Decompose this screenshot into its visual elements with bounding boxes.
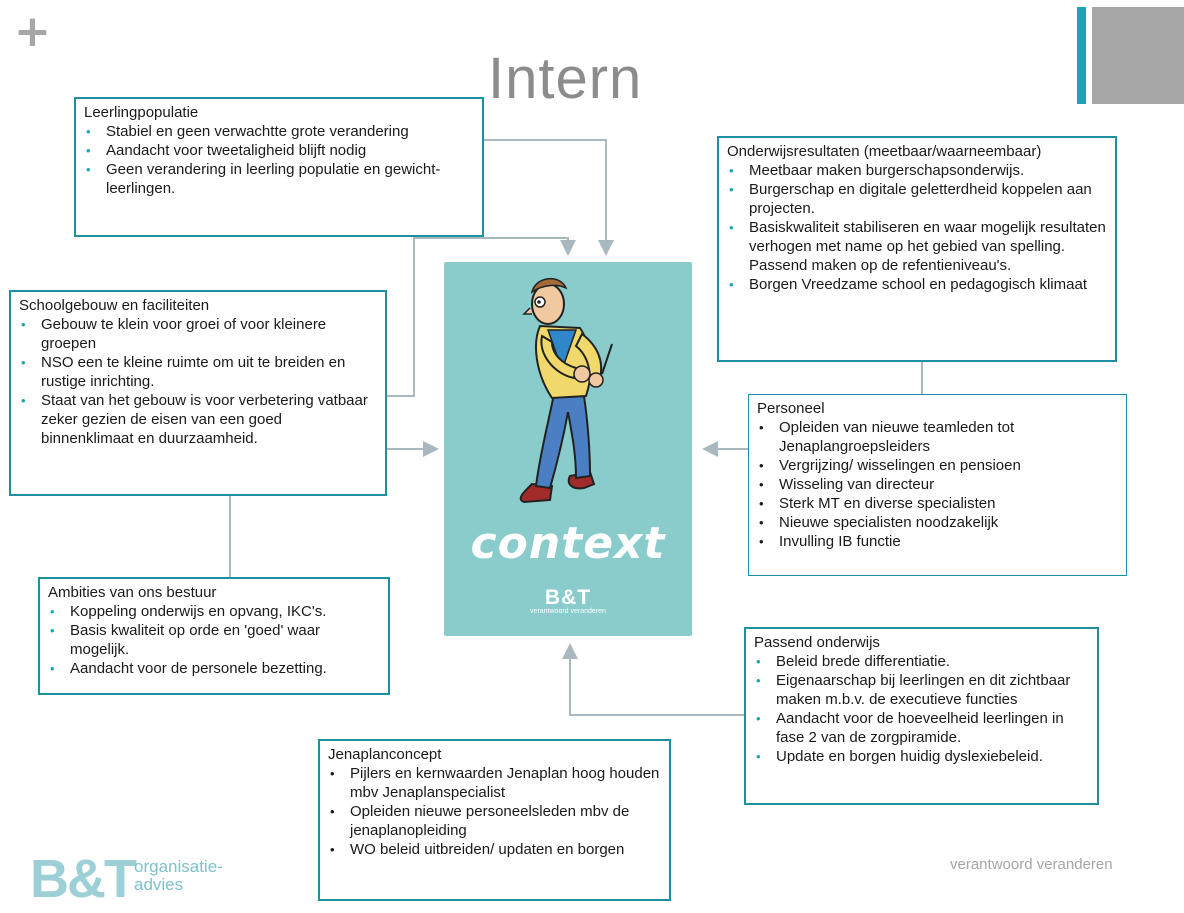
list-item: Geen verandering in leerling populatie e… bbox=[84, 160, 474, 198]
logo-text: B&T bbox=[30, 849, 137, 909]
list-item: Nieuwe specialisten noodzakelijk bbox=[757, 513, 1118, 532]
list-item: WO beleid uitbreiden/ updaten en borgen bbox=[328, 840, 661, 859]
logo-subtitle-line-2: advies bbox=[134, 875, 184, 894]
list-item: Burgerschap en digitale geletterdheid ko… bbox=[727, 180, 1107, 218]
list-item: Invulling IB functie bbox=[757, 532, 1118, 551]
connector-schoolgebouw-top bbox=[386, 237, 576, 397]
page-title: Intern bbox=[488, 46, 643, 111]
list-item: Staat van het gebouw is voor verbetering… bbox=[19, 391, 377, 448]
walking-man-illustration bbox=[519, 278, 613, 504]
box-jenaplanconcept: Jenaplanconcept Pijlers en kernwaarden J… bbox=[318, 739, 671, 901]
list-item: Wisseling van directeur bbox=[757, 475, 1118, 494]
box-passend-onderwijs: Passend onderwijs Beleid brede different… bbox=[744, 627, 1099, 805]
box-title: Personeel bbox=[757, 400, 825, 417]
list-item: Aandacht voor de personele bezetting. bbox=[48, 659, 380, 678]
list-item: NSO een te kleine ruimte om uit te breid… bbox=[19, 353, 377, 391]
connector-leerlingpopulatie bbox=[483, 139, 614, 256]
box-schoolgebouw: Schoolgebouw en faciliteiten Gebouw te k… bbox=[9, 290, 387, 496]
list-item: Update en borgen huidig dyslexiebeleid. bbox=[754, 747, 1089, 766]
box-title: Jenaplanconcept bbox=[328, 746, 442, 763]
list-item: Beleid brede differentiatie. bbox=[754, 652, 1089, 671]
list-item: Sterk MT en diverse specialisten bbox=[757, 494, 1118, 513]
logo-subtitle: organisatie-advies bbox=[134, 858, 223, 894]
list-item: Eigenaarschap bij leerlingen en dit zich… bbox=[754, 671, 1089, 709]
context-label: context bbox=[470, 518, 666, 569]
list-item: Basis kwaliteit op orde en 'goed' waar m… bbox=[48, 621, 380, 659]
box-title: Schoolgebouw en faciliteiten bbox=[19, 297, 210, 314]
list-item: Basiskwaliteit stabiliseren en waar moge… bbox=[727, 218, 1107, 275]
center-brand-tag: verantwoord veranderen bbox=[530, 608, 606, 615]
list-item: Aandacht voor de hoeveelheid leerlingen … bbox=[754, 709, 1089, 747]
connector-passend bbox=[562, 643, 744, 716]
logo-subtitle-line-1: organisatie- bbox=[134, 857, 223, 876]
list-item: Borgen Vreedzame school en pedagogisch k… bbox=[727, 275, 1107, 294]
context-panel: context B&T verantwoord veranderen bbox=[444, 262, 692, 636]
box-title: Ambities van ons bestuur bbox=[48, 584, 217, 601]
list-item: Pijlers en kernwaarden Jenaplan hoog hou… bbox=[328, 764, 661, 802]
corner-accent-bar bbox=[1077, 7, 1086, 104]
box-title: Passend onderwijs bbox=[754, 634, 880, 651]
center-brand: B&T bbox=[544, 586, 592, 609]
box-leerlingpopulatie: Leerlingpopulatie Stabiel en geen verwac… bbox=[74, 97, 484, 237]
list-item: Opleiden van nieuwe teamleden tot Jenapl… bbox=[757, 418, 1118, 456]
list-item: Stabiel en geen verwachtte grote verande… bbox=[84, 122, 474, 141]
footer-tagline: verantwoord veranderen bbox=[950, 856, 1113, 873]
list-item: Opleiden nieuwe personeelsleden mbv de j… bbox=[328, 802, 661, 840]
list-item: Aandacht voor tweetaligheid blijft nodig bbox=[84, 141, 474, 160]
plus-icon: + bbox=[14, 6, 51, 57]
box-title: Leerlingpopulatie bbox=[84, 104, 199, 121]
box-title: Onderwijsresultaten (meetbaar/waarneemba… bbox=[727, 143, 1042, 160]
list-item: Vergrijzing/ wisselingen en pensioen bbox=[757, 456, 1118, 475]
box-onderwijsresultaten: Onderwijsresultaten (meetbaar/waarneemba… bbox=[717, 136, 1117, 362]
list-item: Meetbaar maken burgerschapsonderwijs. bbox=[727, 161, 1107, 180]
list-item: Gebouw te klein voor groei of voor klein… bbox=[19, 315, 377, 353]
corner-gray-block bbox=[1092, 7, 1184, 104]
list-item: Koppeling onderwijs en opvang, IKC's. bbox=[48, 602, 380, 621]
box-personeel: Personeel Opleiden van nieuwe teamleden … bbox=[748, 394, 1127, 576]
box-ambities: Ambities van ons bestuur Koppeling onder… bbox=[38, 577, 390, 695]
